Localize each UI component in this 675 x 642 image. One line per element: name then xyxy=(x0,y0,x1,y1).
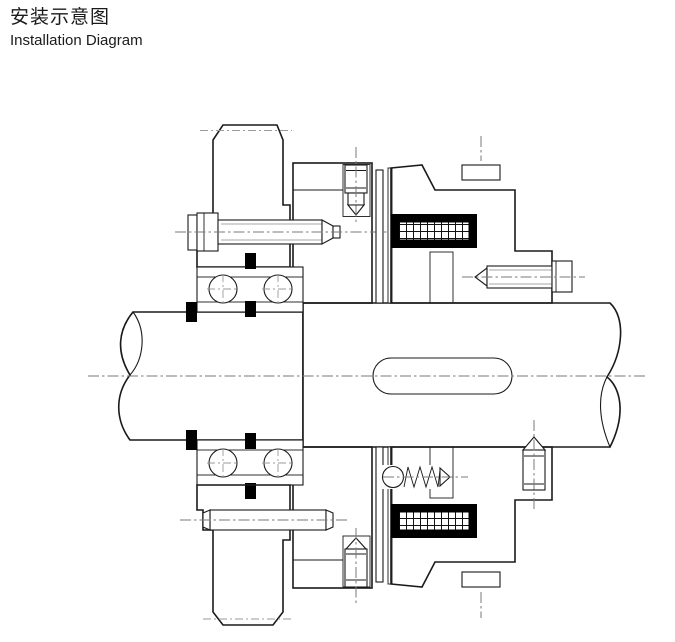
flange-bottom xyxy=(292,446,373,606)
shaft-break-symbol-right xyxy=(599,376,621,449)
dowel-pin xyxy=(180,509,350,531)
seal-ring xyxy=(245,301,256,317)
hex-bolt xyxy=(175,212,400,252)
shaft-break-symbol-left xyxy=(120,311,143,376)
coil-winding-bottom xyxy=(398,511,470,531)
seal-ring xyxy=(245,483,256,499)
seal-ring xyxy=(245,253,256,269)
key-bottom xyxy=(461,571,501,588)
armature-plate xyxy=(375,169,384,583)
coil-winding-top xyxy=(398,221,470,241)
seal-ring xyxy=(245,433,256,449)
bearing-bottom xyxy=(186,430,304,499)
mounting-screw-bottom xyxy=(519,420,547,512)
bushing-top xyxy=(429,251,454,304)
flange-top xyxy=(292,147,373,304)
set-screw-bottom xyxy=(344,528,368,606)
set-screw-top xyxy=(344,147,368,223)
gear-hub-bottom xyxy=(180,484,350,626)
retaining-ring xyxy=(186,430,197,450)
key-top xyxy=(461,164,501,181)
page-title-chinese: 安装示意图 xyxy=(10,7,111,28)
retaining-ring xyxy=(186,302,197,322)
electromagnet-top xyxy=(390,136,585,304)
bearing-top xyxy=(186,253,304,322)
locking-screw-right xyxy=(462,260,585,293)
spring-detent xyxy=(381,465,468,489)
page-title-english: Installation Diagram xyxy=(10,32,143,49)
drive-shaft-right xyxy=(302,302,622,449)
electromagnet-bottom xyxy=(381,420,553,618)
drawing-title-block: 安装示意图 Installation Diagram xyxy=(10,6,143,52)
